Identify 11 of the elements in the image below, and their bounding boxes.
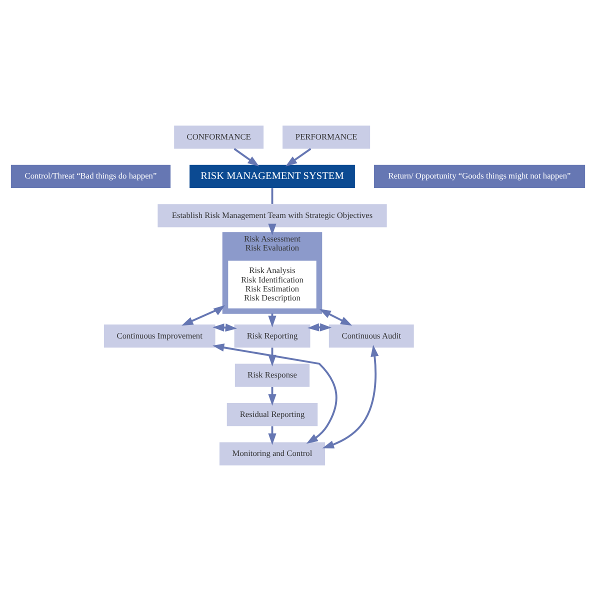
- arrow: [234, 148, 260, 166]
- connector: [271, 188, 274, 204]
- arrow: [322, 344, 379, 448]
- arrow: [307, 322, 332, 331]
- arrow: [212, 322, 238, 332]
- arrow: [268, 223, 276, 235]
- arrow: [212, 343, 338, 444]
- arrow: [319, 308, 352, 326]
- arrow: [285, 148, 312, 166]
- node-box: RISK MANAGEMENT SYSTEM: [190, 164, 355, 188]
- arrow: [182, 304, 226, 326]
